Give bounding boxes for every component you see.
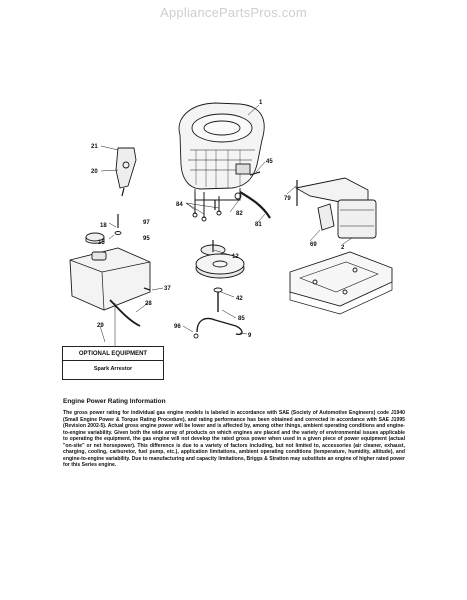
callout-9: 9 [248,333,252,339]
callout-42: 42 [236,296,243,302]
callout-79: 79 [284,196,291,202]
rating-body: The gross power rating for individual ga… [63,410,405,469]
muffler-drawing [294,177,377,239]
callout-12: 12 [232,254,239,260]
tank-washer-drawing [114,231,122,235]
callout-29: 29 [97,323,104,329]
mounting-plate-drawing [289,251,393,315]
optional-equipment-box: OPTIONAL EQUIPMENT Spark Arrestor [62,346,164,380]
optional-equipment-item: Spark Arrestor [93,366,133,372]
callout-85: 85 [238,316,245,322]
callout-45: 45 [266,159,273,165]
fuel-cap-drawing [85,232,105,244]
pulley-bolt-drawing [213,287,223,312]
site-watermark: AppliancePartsPros.com [160,5,307,20]
mounting-bolts-drawing [192,192,222,222]
engine-drawing [178,102,265,210]
callout-20: 20 [91,169,98,175]
callout-28: 28 [145,301,152,307]
callout-97: 97 [143,220,150,226]
callout-82: 82 [236,211,243,217]
rating-title: Engine Power Rating Information [63,398,166,405]
fuel-line-drawing [109,299,141,327]
optional-equipment-divider [63,360,163,361]
callout-37: 37 [164,286,171,292]
callout-2: 2 [341,245,345,251]
callout-81: 81 [255,222,262,228]
pulley-drawing [195,240,245,279]
callout-96: 96 [174,324,181,330]
callout-95: 95 [143,236,150,242]
dipstick-tube-drawing [234,191,271,219]
engine-parts-diagram: 1 21 20 45 79 84 82 81 18 97 15 95 12 69… [69,100,393,346]
callout-69: 69 [310,242,317,248]
callout-84: 84 [176,202,183,208]
callout-15: 15 [98,240,105,246]
fuel-tank-drawing [69,247,151,311]
optional-equipment-title: OPTIONAL EQUIPMENT [78,351,148,357]
callout-18: 18 [100,223,107,229]
callout-21: 21 [91,144,98,150]
callout-1: 1 [259,100,263,106]
cable-drawing [193,317,243,339]
screw-drawing [249,171,261,176]
clamp-drawing [143,287,151,291]
leader-lines [99,104,353,346]
throttle-bracket-drawing [115,147,137,197]
